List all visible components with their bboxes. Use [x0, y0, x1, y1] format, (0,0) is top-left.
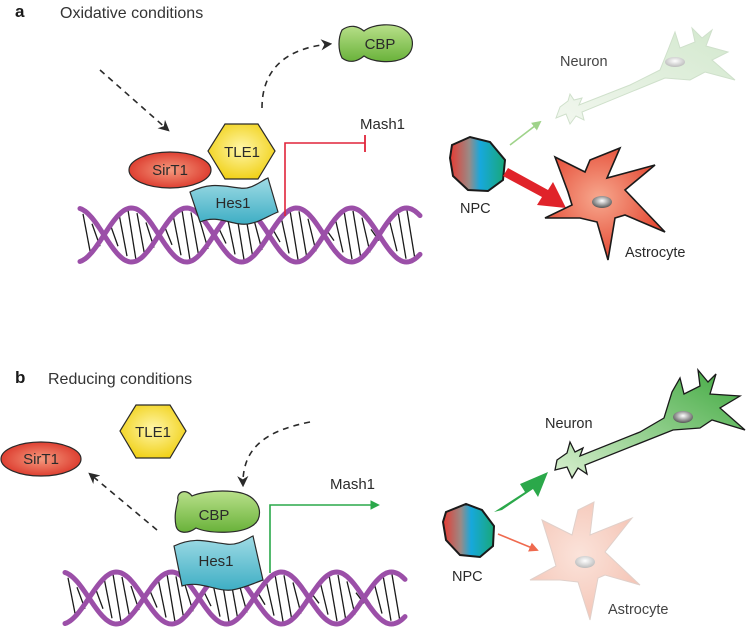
panel-a-title: Oxidative conditions — [60, 5, 203, 22]
cbp-protein: CBP — [174, 490, 261, 533]
tle1-protein: TLE1 — [119, 404, 187, 459]
dna-base-pair — [391, 574, 401, 622]
dna-base-pair — [406, 210, 416, 260]
npc-label: NPC — [460, 201, 491, 217]
dna-base-pair — [373, 582, 383, 614]
repression-line — [284, 142, 365, 216]
dna-base-pair — [289, 210, 299, 260]
astrocyte-cell-faded: Astrocyte — [529, 501, 668, 621]
dna-base-pair — [283, 575, 293, 621]
neuron-cell: Neuron — [545, 367, 746, 480]
sirt1-label: SirT1 — [23, 451, 59, 468]
dashed-arrow-to-cbp — [261, 39, 333, 109]
dna-strand-1 — [77, 205, 423, 265]
dna-base-pair — [112, 573, 122, 623]
sirt1-protein: SirT1 — [0, 441, 82, 477]
dna-base-pair — [319, 581, 329, 615]
npc-label: NPC — [452, 569, 483, 585]
major-arrow-to-neuron — [494, 472, 548, 512]
panel-b: b Reducing conditions TLE1 SirT1 Mash1 C… — [0, 367, 746, 627]
dna-base-pair — [127, 209, 137, 261]
npc-cell: NPC — [441, 502, 496, 585]
minor-arrow-to-astrocyte — [497, 533, 539, 552]
dna-base-pair — [67, 577, 77, 619]
dna-base-pair — [388, 218, 398, 252]
dna-base-pair — [157, 578, 167, 618]
tle1-label: TLE1 — [135, 424, 171, 441]
astrocyte-label: Astrocyte — [608, 602, 668, 618]
dna-base-pair — [121, 576, 131, 620]
mash1-label: Mash1 — [330, 476, 375, 493]
dashed-arrow-to-cbp — [237, 421, 311, 488]
dna-base-pair — [265, 580, 275, 616]
dna-base-pair — [298, 211, 308, 259]
dna-base-pair — [118, 213, 128, 257]
activation-arrow — [269, 500, 380, 573]
tle1-protein: TLE1 — [207, 123, 276, 180]
astrocyte-cell: Astrocyte — [544, 146, 685, 261]
panel-b-title: Reducing conditions — [48, 371, 192, 388]
panel-b-letter: b — [15, 368, 25, 387]
dna-base-pair — [181, 209, 191, 261]
dna-base-pair — [328, 574, 338, 622]
cbp-label: CBP — [199, 507, 230, 524]
dashed-arrow-to-sirt1 — [88, 472, 158, 531]
mash1-label: Mash1 — [360, 116, 405, 133]
sirt1-protein: SirT1 — [128, 151, 212, 189]
dna-base-pair — [172, 214, 182, 256]
dashed-arrow-to-sirt1 — [99, 69, 170, 132]
panel-a: a Oxidative conditions CBP Mash1 SirT1 H… — [15, 2, 736, 265]
cbp-label: CBP — [365, 36, 396, 53]
minor-arrow-to-neuron — [509, 120, 542, 146]
dna-base-pair — [175, 576, 185, 620]
hes1-label: Hes1 — [215, 195, 250, 212]
neuron-label: Neuron — [545, 416, 593, 432]
dna-base-pair — [274, 574, 284, 622]
panel-a-letter: a — [15, 2, 25, 21]
dna-strand-1 — [62, 569, 408, 627]
dna-base-pair — [166, 573, 176, 623]
npc-cell: NPC — [448, 135, 507, 217]
dna-base-pair — [397, 211, 407, 259]
dna-base-pair — [334, 217, 344, 253]
astrocyte-label: Astrocyte — [625, 245, 685, 261]
dna-base-pair — [136, 213, 146, 257]
dna-base-pair — [82, 213, 92, 257]
neuron-label: Neuron — [560, 54, 608, 70]
dna-base-pair — [190, 212, 200, 258]
sirt1-label: SirT1 — [152, 162, 188, 179]
dna-base-pair — [382, 575, 392, 621]
cbp-protein: CBP — [338, 24, 413, 63]
hes1-label: Hes1 — [198, 553, 233, 570]
hes1-protein: Hes1 — [189, 177, 279, 225]
dna-base-pair — [103, 577, 113, 619]
major-arrow-to-astrocyte — [503, 168, 566, 208]
dna-base-pair — [280, 216, 290, 254]
dna-base-pair — [337, 574, 347, 622]
tle1-label: TLE1 — [224, 144, 260, 161]
neuron-cell-faded: Neuron — [555, 26, 736, 126]
dna-base-pair — [352, 210, 362, 260]
hes1-protein: Hes1 — [173, 535, 264, 591]
dna-base-pair — [343, 210, 353, 260]
